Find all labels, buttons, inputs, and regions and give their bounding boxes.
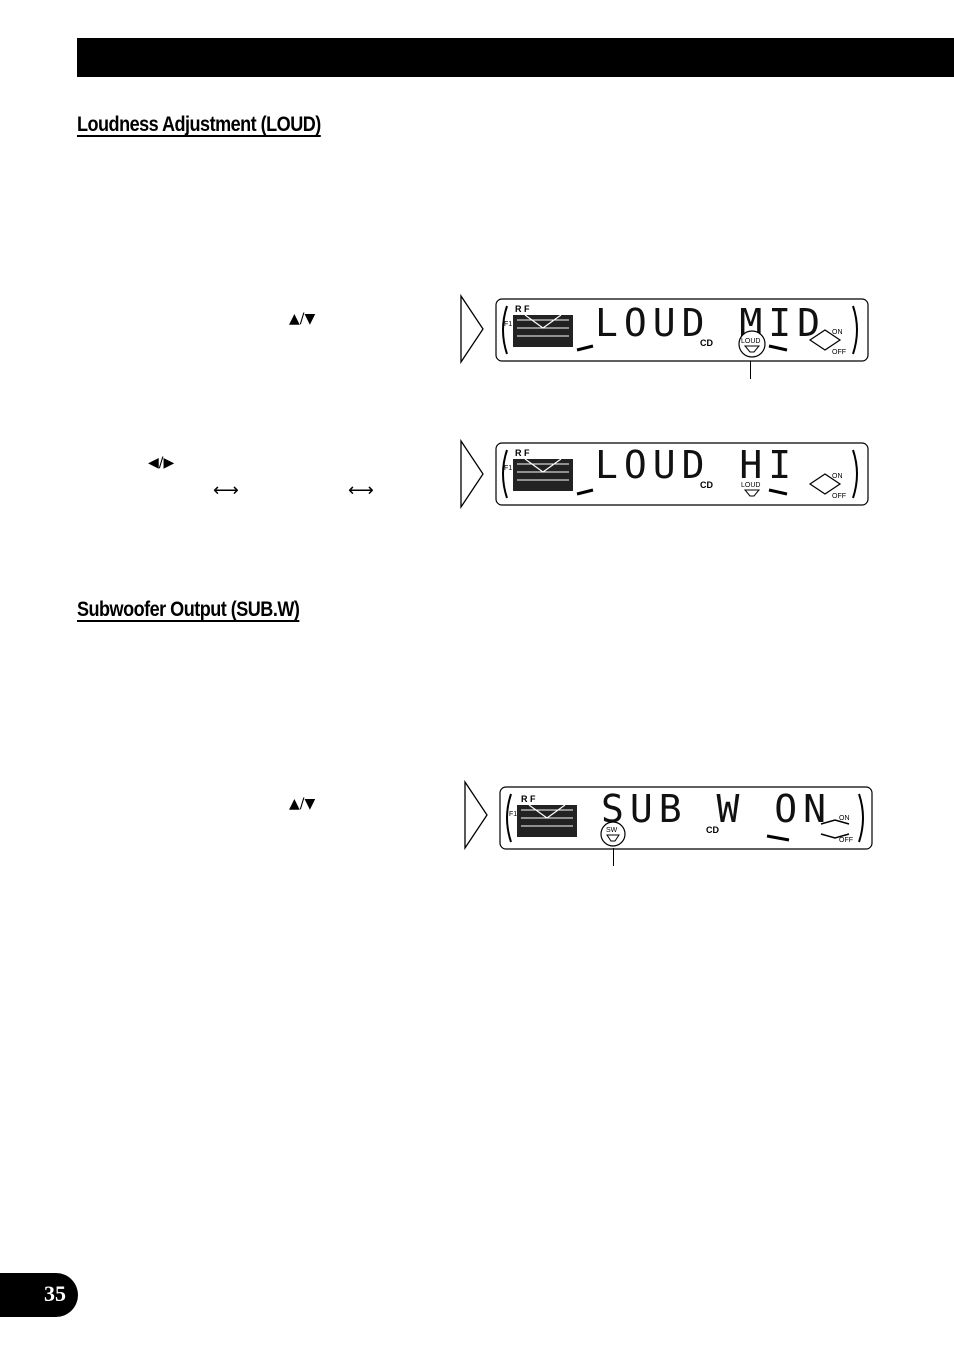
svg-text:F1: F1 <box>504 465 512 472</box>
svg-text:R F: R F <box>515 448 530 458</box>
page-number-tab <box>0 1273 78 1317</box>
svg-text:LOUD MID: LOUD MID <box>595 301 826 345</box>
svg-text:R F: R F <box>521 794 536 804</box>
lcd-display-sub-w-on: R F F1 SUB W ON CD SW ON OFF <box>499 786 873 850</box>
svg-text:CD: CD <box>706 825 719 835</box>
svg-text:LOUD: LOUD <box>741 482 760 489</box>
svg-text:CD: CD <box>700 480 713 490</box>
header-bar <box>77 38 954 77</box>
up-down-arrows-icon: ▲/▼ <box>289 796 316 812</box>
svg-text:LOUD HI: LOUD HI <box>595 443 797 487</box>
left-right-arrows-icon: ◀/▶ <box>148 455 175 471</box>
svg-text:ON: ON <box>832 473 843 480</box>
svg-text:F1: F1 <box>509 811 517 818</box>
double-arrow-icon: ⟷ <box>348 480 376 501</box>
svg-text:ON: ON <box>839 815 850 822</box>
up-down-arrows-icon: ▲/▼ <box>289 311 316 327</box>
svg-text:OFF: OFF <box>832 349 846 356</box>
svg-text:OFF: OFF <box>839 837 853 844</box>
pointer-triangle-icon <box>460 294 484 364</box>
svg-text:OFF: OFF <box>832 493 846 500</box>
callout-line <box>613 848 614 866</box>
svg-text:LOUD: LOUD <box>741 338 760 345</box>
svg-text:ON: ON <box>832 329 843 336</box>
double-arrow-icon: ⟷ <box>213 480 241 501</box>
svg-text:R F: R F <box>515 304 530 314</box>
lcd-display-loud-hi: R F F1 LOUD HI CD LOUD ON OFF <box>495 442 869 506</box>
svg-text:SW: SW <box>606 827 618 834</box>
callout-line <box>750 361 751 379</box>
pointer-triangle-icon <box>464 780 488 850</box>
page-number: 35 <box>44 1281 66 1306</box>
pointer-triangle-icon <box>460 439 484 509</box>
section-heading-subwoofer: Subwoofer Output (SUB.W) <box>77 598 300 621</box>
svg-text:F1: F1 <box>504 321 512 328</box>
svg-text:CD: CD <box>700 338 713 348</box>
svg-text:SUB W ON: SUB W ON <box>601 787 832 831</box>
lcd-display-loud-mid: R F F1 LOUD MID CD LOUD ON OFF <box>495 298 869 362</box>
section-heading-loudness: Loudness Adjustment (LOUD) <box>77 113 321 136</box>
